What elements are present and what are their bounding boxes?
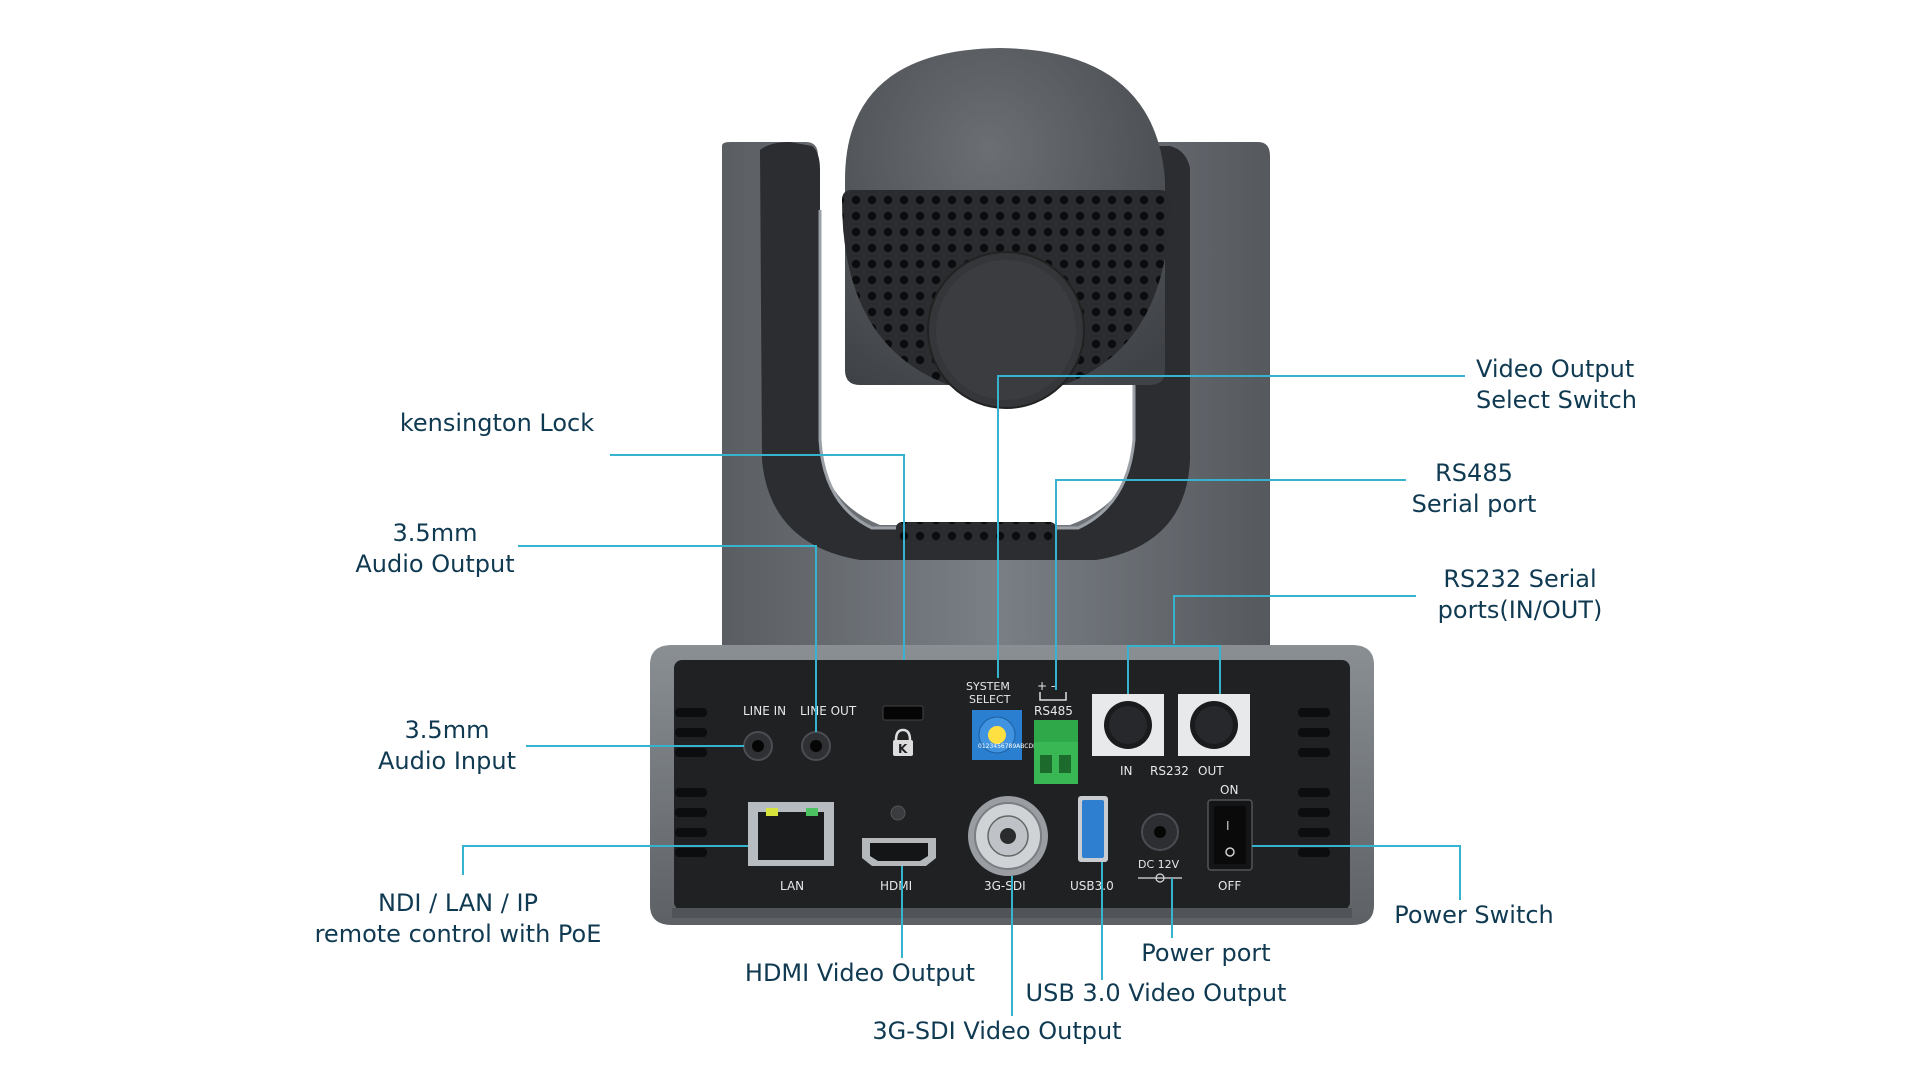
kensington-slot [882, 705, 924, 721]
callout-audio-input: 3.5mm Audio Input [378, 716, 516, 775]
callout-video-select: Video Output Select Switch [1476, 355, 1638, 414]
callout-kensington-lock: kensington Lock [399, 409, 595, 437]
rs232-out-label: OUT [1198, 764, 1224, 778]
leader-video-select [997, 375, 1465, 678]
callout-power-port: Power port [1141, 939, 1271, 967]
usb3-port [1078, 796, 1108, 862]
system-select-dial: 0123456789ABCDEF [972, 710, 1041, 760]
svg-text:K: K [898, 742, 908, 756]
leader-rs485 [1055, 479, 1406, 690]
system-select-label-2: SELECT [969, 693, 1011, 706]
rs232-in-label: IN [1120, 764, 1133, 778]
leader-power-switch [1252, 845, 1461, 900]
power-rocker-switch: I [1207, 799, 1253, 871]
callout-hdmi-output: HDMI Video Output [744, 959, 976, 987]
dial-digits: 0123456789ABCDEF [978, 743, 1041, 750]
lock-icon: K [893, 728, 913, 756]
line-out-jack [801, 731, 831, 761]
line-in-label: LINE IN [743, 704, 786, 718]
callout-usb-output: USB 3.0 Video Output [1025, 979, 1287, 1007]
lan-port [748, 802, 834, 866]
leader-network [462, 845, 748, 875]
callout-rs232: RS232 Serial ports(IN/OUT) [1437, 565, 1603, 624]
callout-audio-output: 3.5mm Audio Output [355, 519, 515, 578]
lan-label: LAN [780, 879, 804, 893]
dc-label: DC 12V [1138, 858, 1180, 871]
dc-power-jack [1141, 813, 1179, 851]
callout-rs485: RS485 Serial port [1411, 459, 1537, 518]
leader-kensington-lock [610, 454, 905, 660]
power-on-label: ON [1220, 783, 1238, 797]
system-select-label-1: SYSTEM [966, 680, 1010, 693]
rs485-terminal [1034, 720, 1078, 784]
leader-rs232 [1173, 595, 1416, 644]
camera-head [842, 48, 1170, 409]
rs232-out-port [1178, 694, 1250, 756]
rs232-label: RS232 [1150, 764, 1189, 778]
hdmi-port [862, 838, 936, 866]
rs232-in-port [1092, 694, 1164, 756]
usb-label: USB3.0 [1070, 879, 1114, 893]
svg-text:I: I [1226, 819, 1230, 833]
callout-network: NDI / LAN / IP remote control with PoE [314, 889, 602, 948]
rs485-polarity-label: + – [1037, 679, 1057, 693]
power-off-label: OFF [1218, 879, 1241, 893]
hdmi-label: HDMI [880, 879, 912, 893]
sdi-label: 3G-SDI [984, 879, 1026, 893]
callout-power-switch: Power Switch [1394, 901, 1554, 929]
leader-rs232-in [1127, 645, 1221, 694]
rs485-label: RS485 [1034, 704, 1073, 718]
line-out-label: LINE OUT [800, 704, 857, 718]
leader-audio-output [518, 545, 817, 732]
line-in-jack [743, 731, 773, 761]
leader-lines [462, 375, 1465, 1016]
callout-sdi-output: 3G-SDI Video Output [872, 1017, 1122, 1045]
sdi-bnc-connector [968, 796, 1048, 876]
